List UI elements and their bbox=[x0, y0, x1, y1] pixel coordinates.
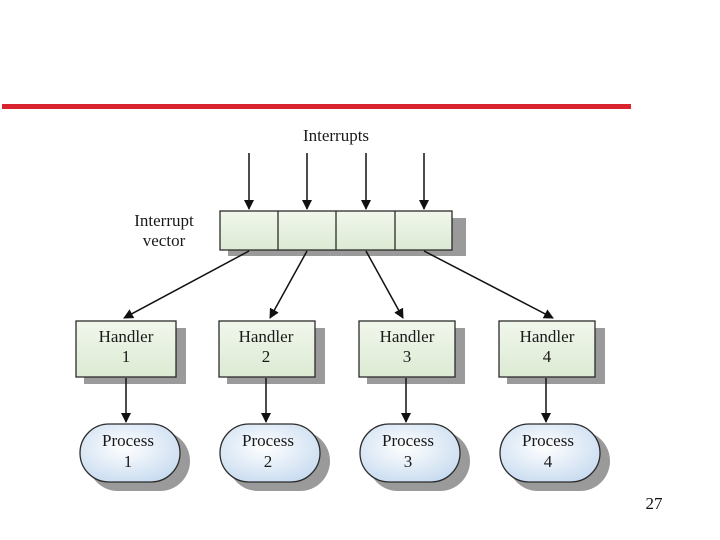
handler-4-label: Handler bbox=[520, 327, 575, 346]
vector-label-line2: vector bbox=[143, 231, 186, 250]
handler-4-box: Handler 4 bbox=[498, 320, 605, 384]
vector-to-handler-2-arrow bbox=[269, 250, 308, 319]
vector-label-line1: Interrupt bbox=[134, 211, 194, 230]
process-1-label: Process bbox=[102, 431, 154, 450]
handler-2-number: 2 bbox=[262, 347, 271, 366]
process-4-number: 4 bbox=[544, 452, 553, 471]
vector-to-handler-1-arrow bbox=[123, 250, 250, 319]
process-3-label: Process bbox=[382, 431, 434, 450]
interrupt-vector-table bbox=[219, 210, 466, 256]
handler-3-number: 3 bbox=[403, 347, 412, 366]
process-1-oval: Process 1 bbox=[79, 423, 190, 491]
process-4-label: Process bbox=[522, 431, 574, 450]
handler-2-label: Handler bbox=[239, 327, 294, 346]
vector-to-handler-3-arrow bbox=[365, 250, 404, 319]
process-2-oval: Process 2 bbox=[219, 423, 330, 491]
handler-1-label: Handler bbox=[99, 327, 154, 346]
handler-1-number: 1 bbox=[122, 347, 131, 366]
process-2-label: Process bbox=[242, 431, 294, 450]
process-3-number: 3 bbox=[404, 452, 413, 471]
interrupts-label: Interrupts bbox=[303, 126, 369, 145]
handler-2-box: Handler 2 bbox=[218, 320, 325, 384]
handler-3-box: Handler 3 bbox=[358, 320, 465, 384]
title-rule bbox=[2, 104, 631, 109]
handler-1-box: Handler 1 bbox=[75, 320, 186, 384]
page-number: 27 bbox=[645, 494, 663, 513]
process-2-number: 2 bbox=[264, 452, 273, 471]
vector-to-handler-4-arrow bbox=[423, 250, 554, 319]
process-4-oval: Process 4 bbox=[499, 423, 610, 491]
handler-3-label: Handler bbox=[380, 327, 435, 346]
handler-4-number: 4 bbox=[543, 347, 552, 366]
process-1-number: 1 bbox=[124, 452, 133, 471]
process-3-oval: Process 3 bbox=[359, 423, 470, 491]
